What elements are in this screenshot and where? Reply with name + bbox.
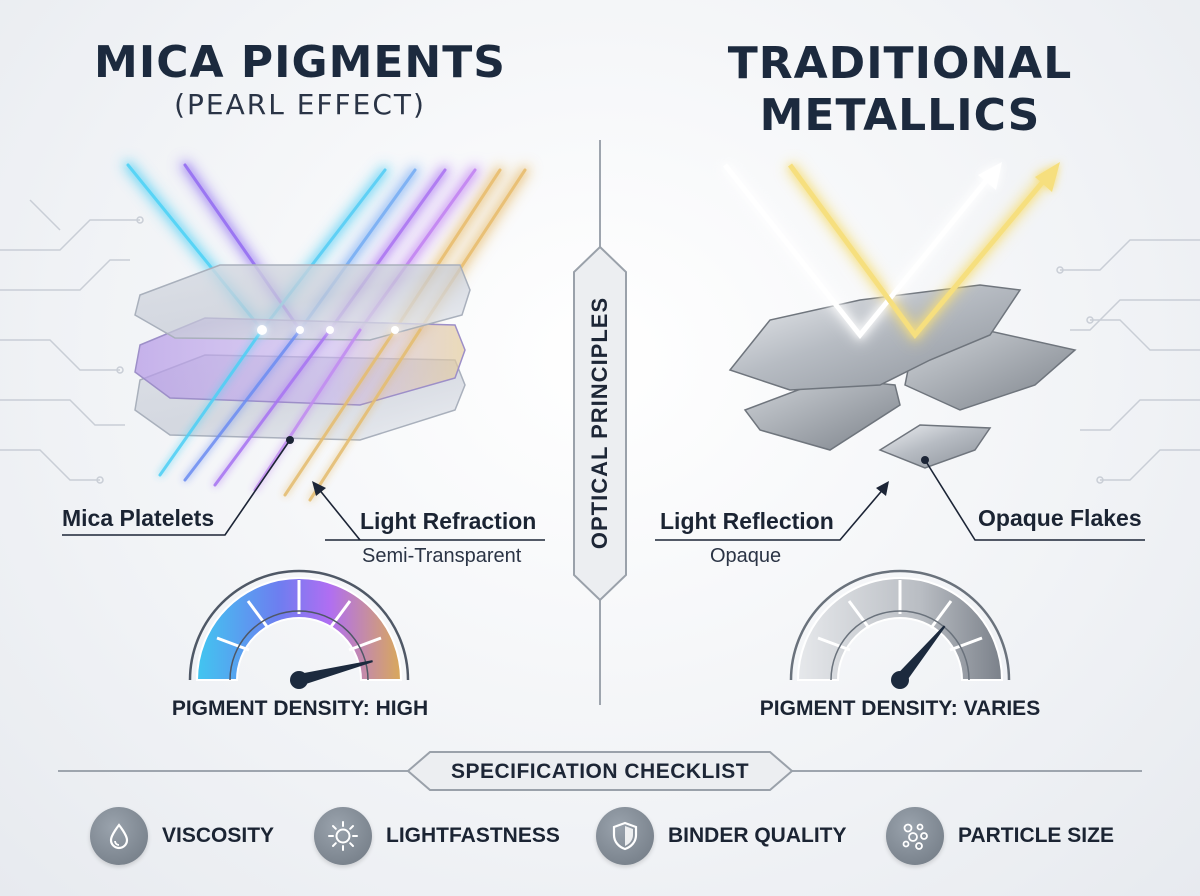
- light-refraction-label: Light Refraction: [360, 508, 537, 534]
- checklist-label: LIGHTFASTNESS: [386, 824, 560, 847]
- mica-subtitle: (PEARL EFFECT): [174, 88, 426, 121]
- mica-diagram: [62, 160, 545, 541]
- shield-icon: [596, 807, 654, 865]
- metallics-title: TRADITIONAL METALLICS: [650, 38, 1150, 142]
- droplet-icon: [90, 807, 148, 865]
- checklist-label: BINDER QUALITY: [668, 824, 847, 847]
- gauge-right-label: PIGMENT DENSITY: VARIES: [759, 697, 1041, 720]
- semi-transparent-label: Semi-Transparent: [362, 545, 522, 567]
- circuit-traces-right: [1056, 239, 1200, 484]
- divider-tag: [573, 245, 627, 602]
- checklist-title: SPECIFICATION CHECKLIST: [450, 760, 750, 783]
- particles-icon: [886, 807, 944, 865]
- optical-principles-label: OPTICAL PRINCIPLES: [587, 296, 612, 550]
- metallics-title-line2: METALLICS: [759, 90, 1041, 141]
- gauge-left-label: PIGMENT DENSITY: HIGH: [171, 697, 429, 720]
- checklist-item-lightfastness: LIGHTFASTNESS: [314, 806, 560, 866]
- light-reflection-label: Light Reflection: [660, 508, 834, 534]
- sun-icon: [314, 807, 372, 865]
- circuit-traces-left: [0, 199, 144, 484]
- gauge-right: [789, 569, 1011, 689]
- checklist-item-viscosity: VISCOSITY: [90, 806, 274, 866]
- metallics-title-line1: TRADITIONAL: [727, 38, 1073, 89]
- opaque-flakes-label: Opaque Flakes: [978, 505, 1142, 531]
- mica-title: MICA PIGMENTS: [94, 37, 506, 88]
- checklist-label: PARTICLE SIZE: [958, 824, 1114, 847]
- checklist-item-binder-quality: BINDER QUALITY: [596, 806, 847, 866]
- checklist-tag: [406, 751, 794, 791]
- checklist-item-particle-size: PARTICLE SIZE: [886, 806, 1114, 866]
- mica-platelets-label: Mica Platelets: [62, 505, 215, 531]
- gauge-left: [188, 569, 410, 689]
- checklist-label: VISCOSITY: [162, 824, 275, 847]
- opaque-label: Opaque: [710, 545, 782, 567]
- metallic-diagram: [655, 161, 1145, 541]
